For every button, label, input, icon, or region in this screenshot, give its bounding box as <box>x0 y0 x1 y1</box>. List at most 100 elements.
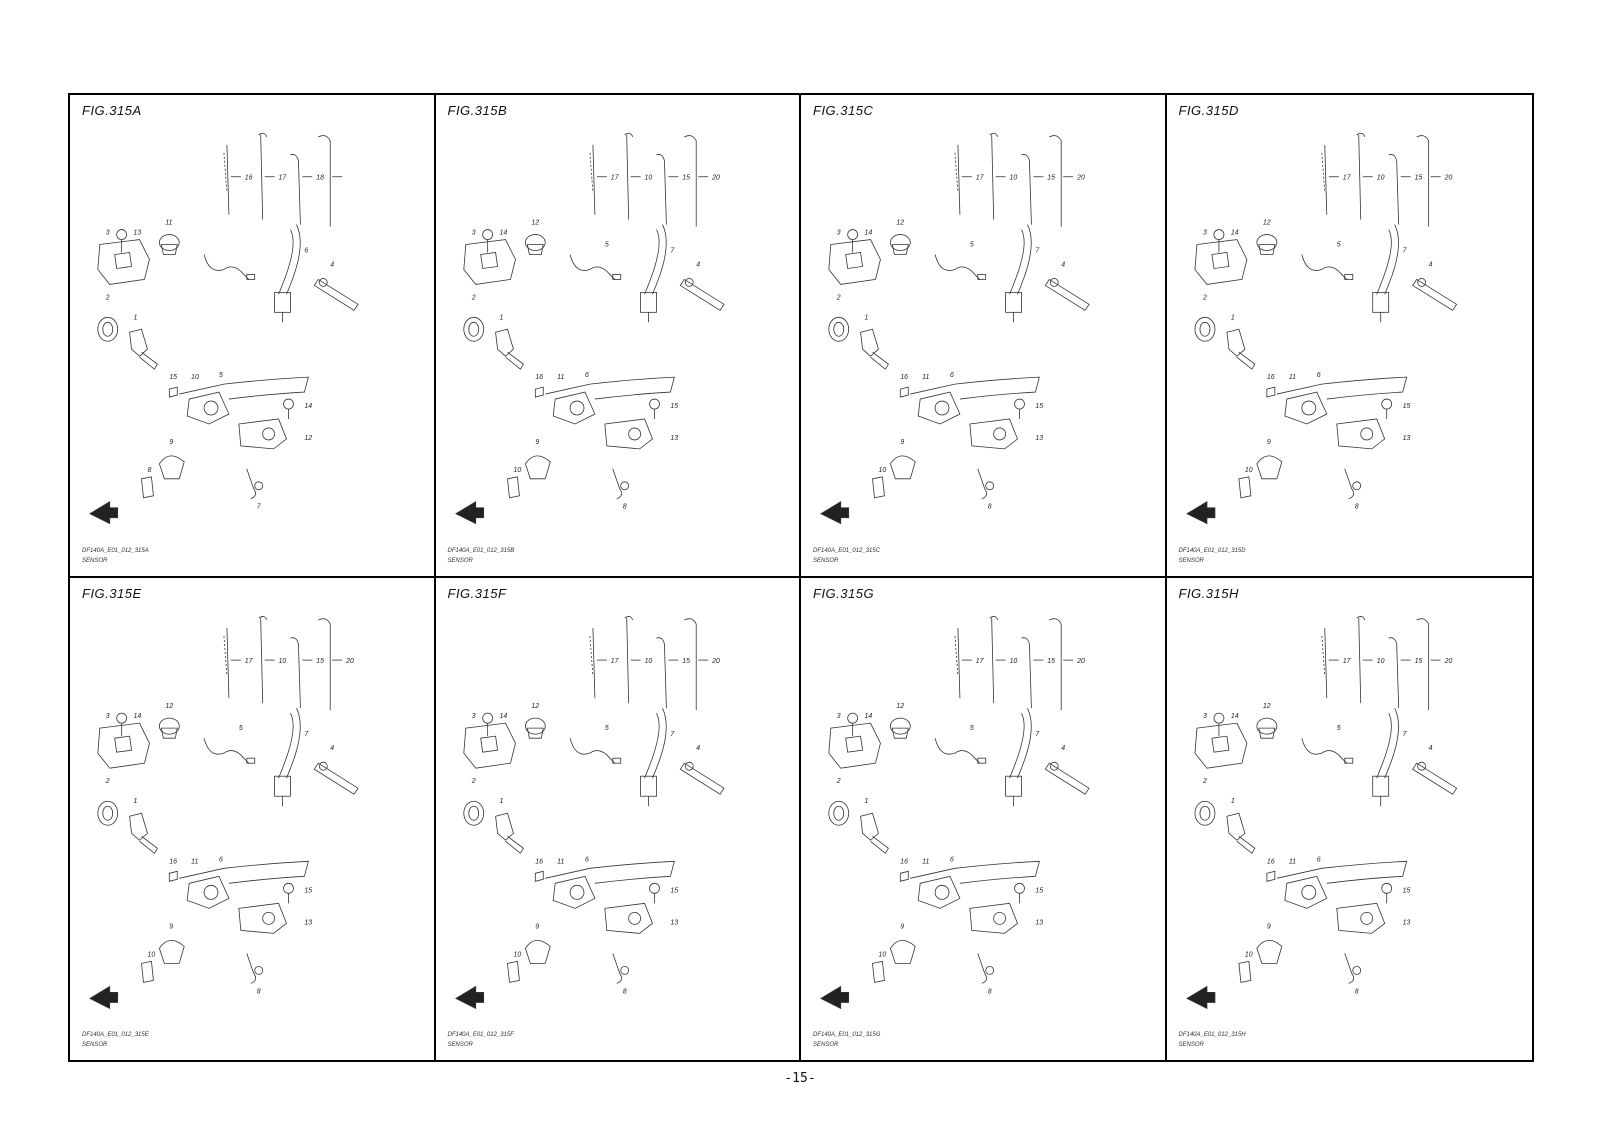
callout: 5 <box>219 372 223 379</box>
wire-harness <box>1300 254 1353 280</box>
lower-bracket-assembly <box>534 860 675 909</box>
figure-title: FIG.315A <box>82 103 142 118</box>
callout: 9 <box>900 923 904 930</box>
throttle-sensor <box>603 882 660 934</box>
callout: 7 <box>670 247 675 254</box>
callout: 5 <box>1336 725 1340 732</box>
curved-sensor <box>1005 224 1032 323</box>
callout-top-1: 17 <box>245 658 254 665</box>
sensor-bracket <box>1194 229 1247 285</box>
callout: 3 <box>1202 230 1206 237</box>
figure-panel: FIG.315F <box>436 577 801 1060</box>
callout: 2 <box>105 778 110 785</box>
callout-top-3: 15 <box>316 658 324 665</box>
callout: 13 <box>1402 435 1410 442</box>
figure-panel: FIG.315B <box>435 95 801 578</box>
part-callouts: 17 10 15 20 3 14 12 5 7 4 2 1 16 11 6 15… <box>470 175 719 511</box>
callout: 11 <box>191 858 198 865</box>
exploded-parts-drawing: 17 10 15 20 3 14 12 5 7 4 2 1 16 11 6 15… <box>70 578 434 1061</box>
figure-caption: SENSOR <box>82 557 108 564</box>
figure-code: DF140A_E01_012_315G <box>813 1032 881 1038</box>
callout: 16 <box>900 374 908 381</box>
wire-harness <box>203 737 256 764</box>
rod-set <box>589 132 697 227</box>
lower-bracket-assembly <box>168 860 309 909</box>
probe-sensor <box>679 278 725 311</box>
callout: 12 <box>896 220 904 227</box>
lower-bracket-assembly <box>1265 376 1407 425</box>
probe-sensor <box>1411 278 1457 311</box>
curved-sensor <box>274 707 301 806</box>
curved-sensor <box>274 224 301 323</box>
probe-sensor <box>1411 761 1457 795</box>
callout: 3 <box>106 713 110 720</box>
small-parts <box>1237 939 1361 984</box>
cap-sensor-pair <box>828 800 889 854</box>
curved-sensor <box>639 707 667 806</box>
probe-sensor <box>313 278 359 311</box>
figure-code: DF140A_E01_012_315C <box>813 547 881 554</box>
sensor-bracket <box>462 712 516 769</box>
small-parts <box>141 939 264 984</box>
throttle-sensor <box>1335 398 1392 450</box>
callout-top-3: 15 <box>1414 658 1422 665</box>
lower-bracket-assembly <box>899 860 1040 909</box>
figure-panel: FIG.315C <box>801 95 1167 578</box>
callout: 6 <box>1316 372 1320 379</box>
callout: 16 <box>1266 858 1274 865</box>
callout-top-1: 17 <box>1342 175 1351 182</box>
figure-grid: FIG.315A <box>68 93 1534 1062</box>
callout: 2 <box>836 294 841 301</box>
figure-caption: SENSOR <box>447 557 473 564</box>
wire-harness <box>569 254 621 280</box>
callout-top-2: 10 <box>644 658 652 665</box>
forward-arrow-icon <box>1185 985 1215 1009</box>
rod-set <box>954 615 1062 710</box>
forward-arrow-icon <box>454 985 484 1009</box>
callout-top-4: 20 <box>345 658 354 665</box>
callout: 13 <box>134 230 142 237</box>
callout: 3 <box>471 230 475 237</box>
figure-code: DF140A_E01_012_315E <box>82 1032 149 1038</box>
callout: 7 <box>670 731 675 738</box>
callout: 12 <box>165 703 173 710</box>
callout: 10 <box>191 374 199 381</box>
callout: 9 <box>1266 439 1270 446</box>
callout: 4 <box>1061 745 1065 752</box>
throttle-sensor <box>238 882 294 934</box>
callout: 13 <box>670 435 678 442</box>
callout: 1 <box>499 798 503 805</box>
rod-set <box>954 132 1062 227</box>
callout: 6 <box>584 372 588 379</box>
callout: 9 <box>535 439 539 446</box>
pressure-sensor <box>524 234 546 255</box>
cap-sensor-pair <box>828 316 889 370</box>
figure-code: DF140A_E01_012_315F <box>447 1032 514 1038</box>
callout: 15 <box>670 403 678 410</box>
callout-top-2: 10 <box>1010 658 1018 665</box>
callout-top-2: 10 <box>279 658 287 665</box>
callout: 15 <box>1035 887 1043 894</box>
callout: 1 <box>1230 798 1234 805</box>
figure-title: FIG.315B <box>447 103 508 118</box>
callout: 8 <box>622 504 626 511</box>
wire-harness <box>1300 737 1353 764</box>
lower-bracket-assembly <box>1265 860 1407 909</box>
callout: 8 <box>988 504 992 511</box>
callout: 4 <box>1428 745 1432 752</box>
part-callouts: 16 17 18 3 13 11 6 4 2 1 15 10 5 14 12 9… <box>105 175 334 511</box>
callout-top-4: 20 <box>711 175 720 182</box>
callout-top-3: 15 <box>682 658 690 665</box>
rod-set <box>1320 132 1429 227</box>
callout-top-4: 20 <box>1443 658 1452 665</box>
forward-arrow-icon <box>820 501 850 525</box>
lower-bracket-assembly <box>534 376 675 425</box>
callout: 15 <box>169 374 177 381</box>
figure-title: FIG.315F <box>447 585 507 601</box>
sensor-bracket <box>828 712 881 769</box>
exploded-parts-drawing: 17 10 15 20 3 14 12 5 7 4 2 1 16 11 6 15… <box>1167 578 1533 1061</box>
callout-top-2: 10 <box>644 175 652 182</box>
probe-sensor <box>313 761 359 795</box>
callout: 7 <box>1402 731 1407 738</box>
wire-harness <box>934 737 987 764</box>
